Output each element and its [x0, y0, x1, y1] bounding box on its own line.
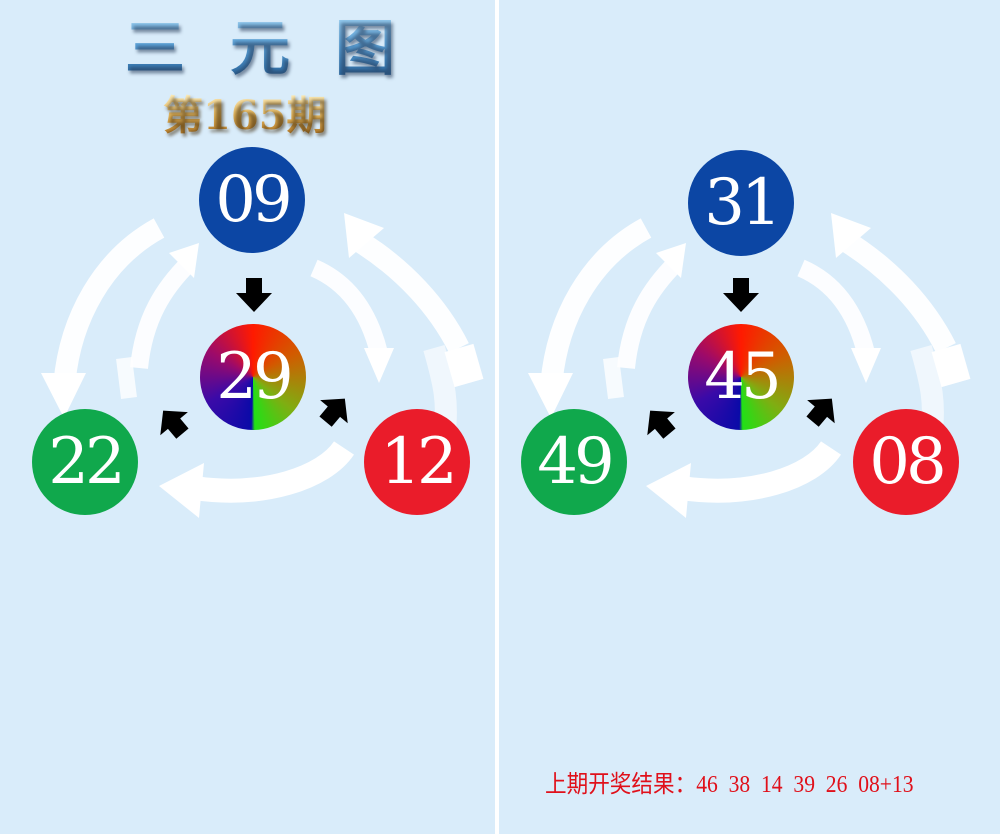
ball-top: 31 [688, 150, 794, 256]
ball-left: 22 [32, 409, 138, 515]
ball-center: 45 [688, 324, 794, 430]
issue-label: 第165期 [163, 92, 327, 139]
ball-top: 09 [199, 147, 305, 253]
last-result-numbers: 46 38 14 39 26 08+13 [696, 772, 914, 798]
ball-right: 08 [853, 409, 959, 515]
ball-center: 29 [200, 324, 306, 430]
panel-divider [495, 0, 499, 834]
last-result-label: 上期开奖结果： [545, 772, 697, 798]
chart-title: 三 元 图 [125, 14, 395, 84]
title-char: 元 [230, 14, 290, 84]
title-char: 图 [335, 14, 395, 84]
title-char: 三 [125, 14, 185, 84]
issue-number: 第165期 [163, 90, 327, 142]
ball-left: 49 [521, 409, 627, 515]
last-result: 上期开奖结果：46 38 14 39 26 08+13 [545, 768, 914, 802]
ball-right: 12 [364, 409, 470, 515]
